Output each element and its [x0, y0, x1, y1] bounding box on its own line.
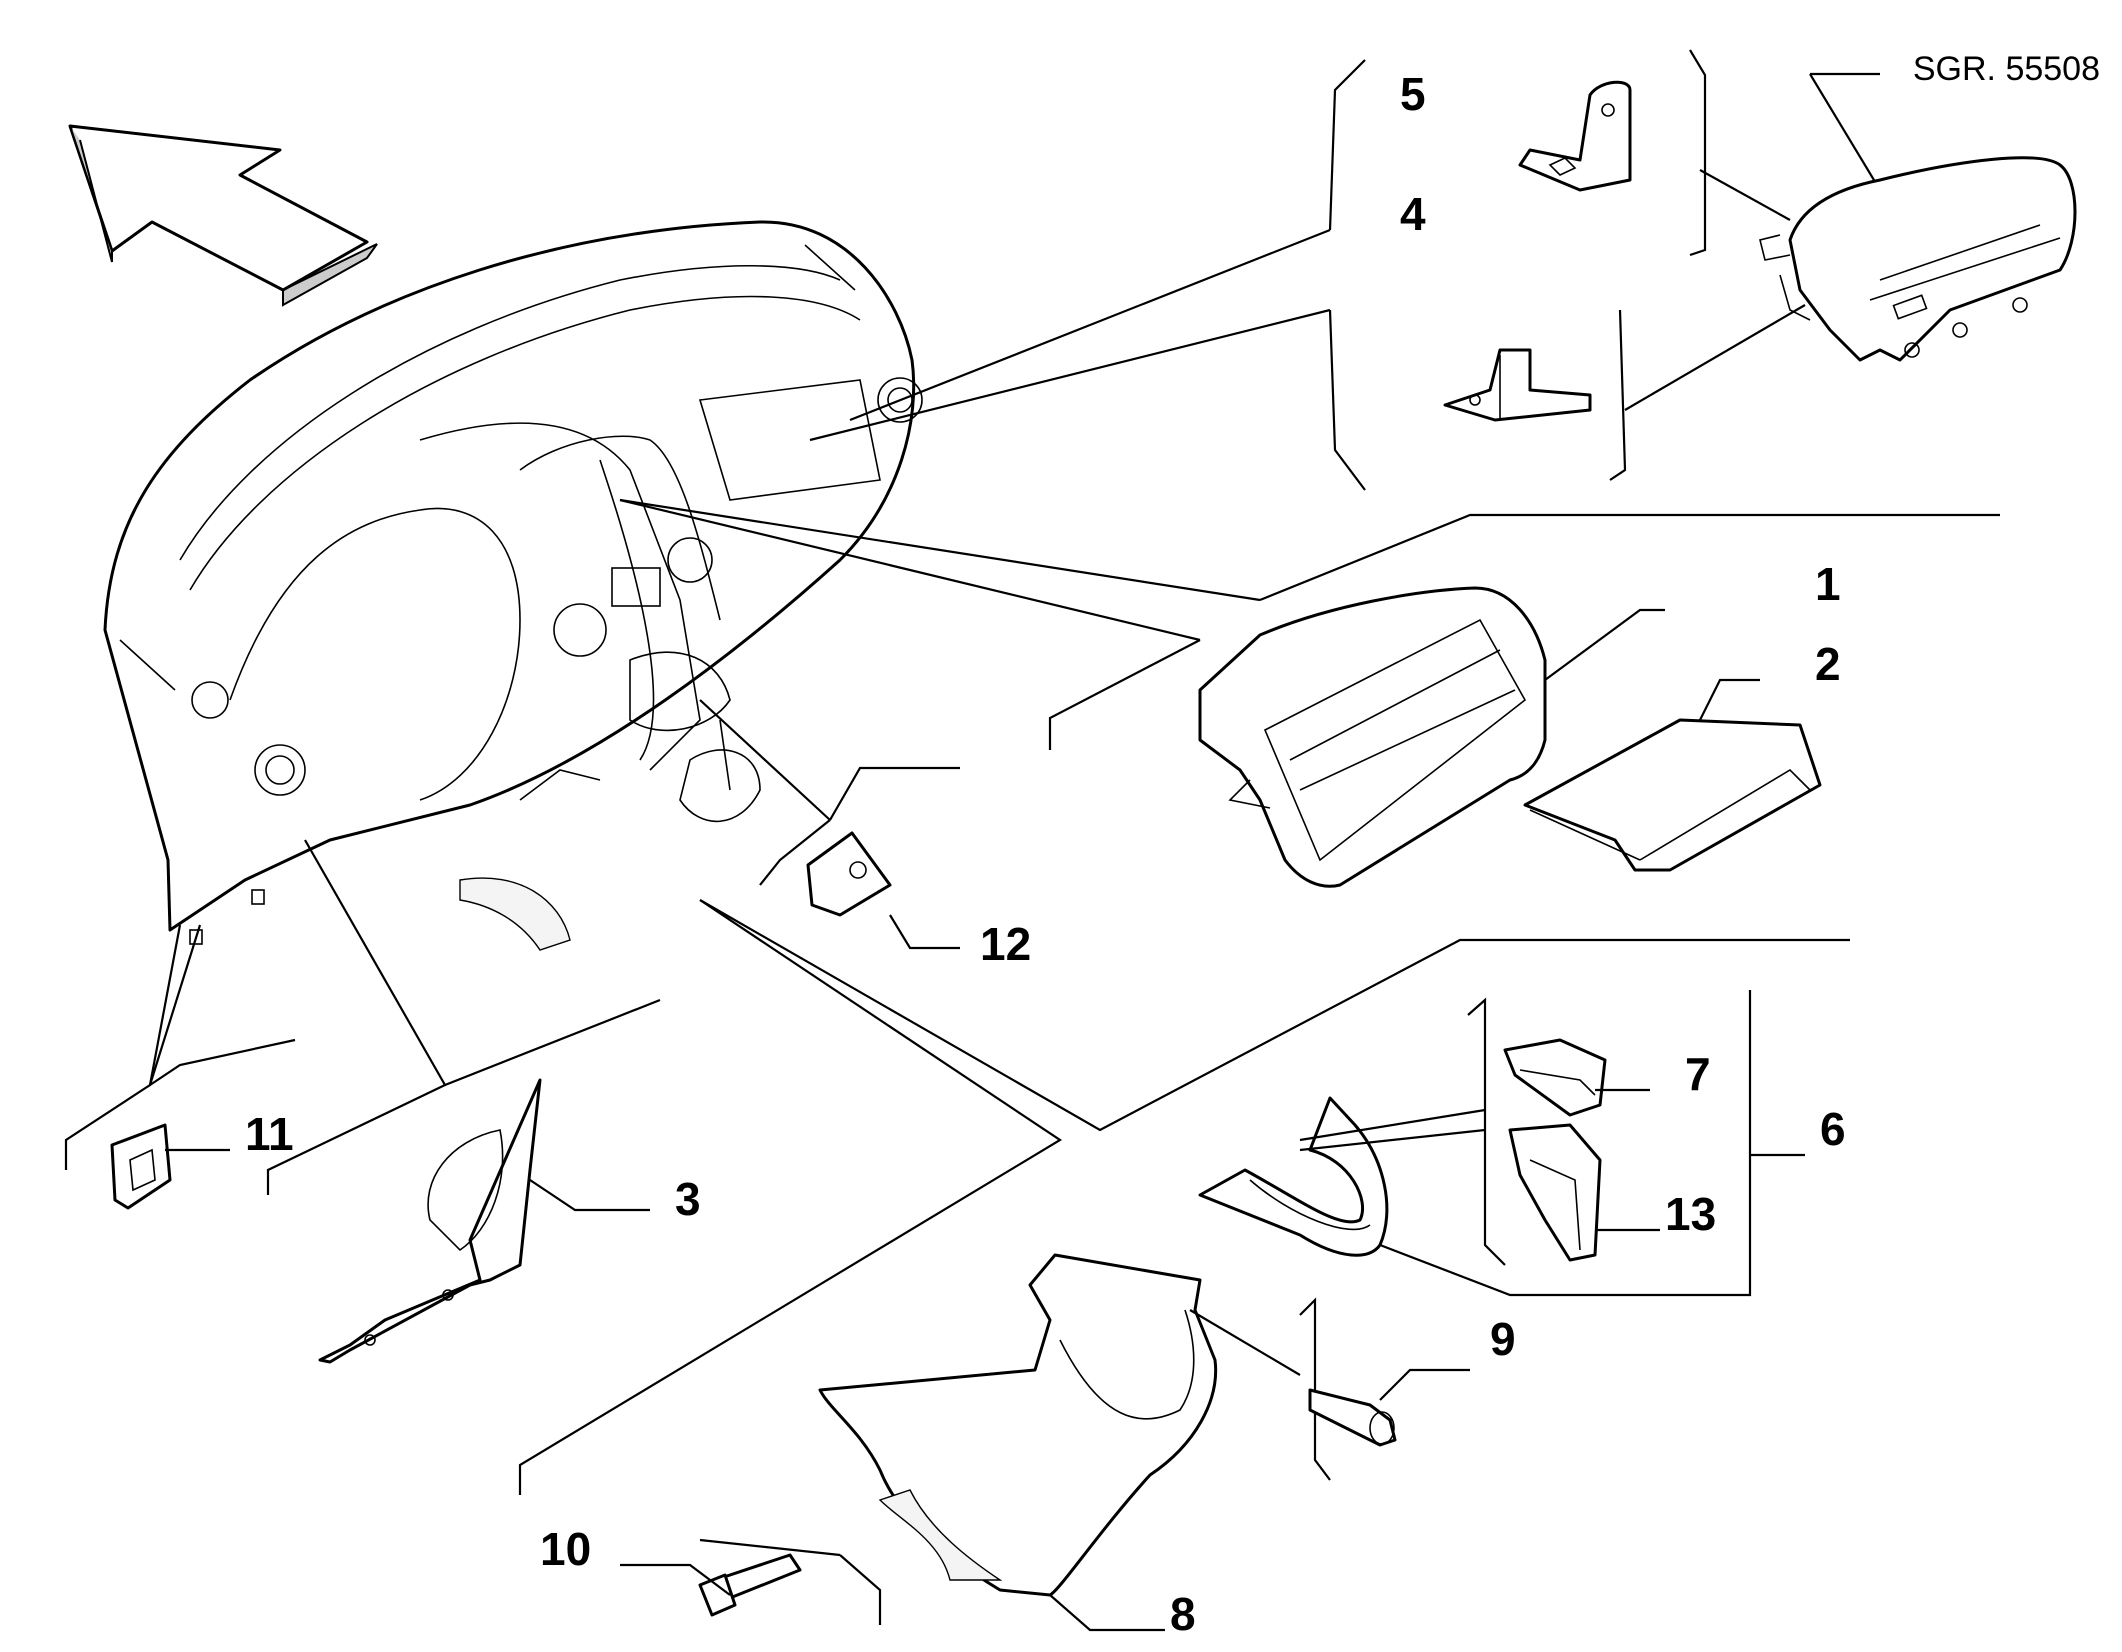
callout-2: 2 [1815, 638, 1841, 690]
callout-10: 10 [540, 1523, 591, 1575]
reference-number: SGR. 55508 [1913, 50, 2100, 88]
callout-1: 1 [1815, 558, 1841, 610]
direction-arrow-icon [68, 124, 378, 307]
callout-9: 9 [1490, 1313, 1516, 1365]
screw-9 [1308, 1388, 1397, 1447]
callout-5: 5 [1400, 68, 1426, 120]
side-panel-3 [318, 1078, 542, 1364]
callout-8: 8 [1170, 1588, 1196, 1640]
bolt-10 [698, 1553, 802, 1617]
bracket-4 [1443, 348, 1592, 422]
bracket-5 [1518, 80, 1632, 192]
callout-13: 13 [1665, 1188, 1716, 1240]
clip-13 [1508, 1123, 1602, 1262]
steering-shroud-8 [818, 1253, 1218, 1597]
clip-11 [110, 1123, 172, 1210]
dashboard-assembly [103, 220, 923, 951]
storage-pocket-2 [1523, 718, 1822, 872]
clip-7 [1503, 1038, 1607, 1117]
callout-3: 3 [675, 1173, 701, 1225]
clip-12 [806, 831, 892, 917]
airbag-module [1759, 156, 2077, 362]
callout-4: 4 [1400, 188, 1426, 240]
callout-12: 12 [980, 918, 1031, 970]
callout-11: 11 [245, 1108, 294, 1160]
callout-6: 6 [1820, 1103, 1846, 1155]
duct-6 [1198, 1096, 1389, 1257]
callout-7: 7 [1685, 1048, 1711, 1100]
radio-bezel-1 [1198, 586, 1547, 888]
